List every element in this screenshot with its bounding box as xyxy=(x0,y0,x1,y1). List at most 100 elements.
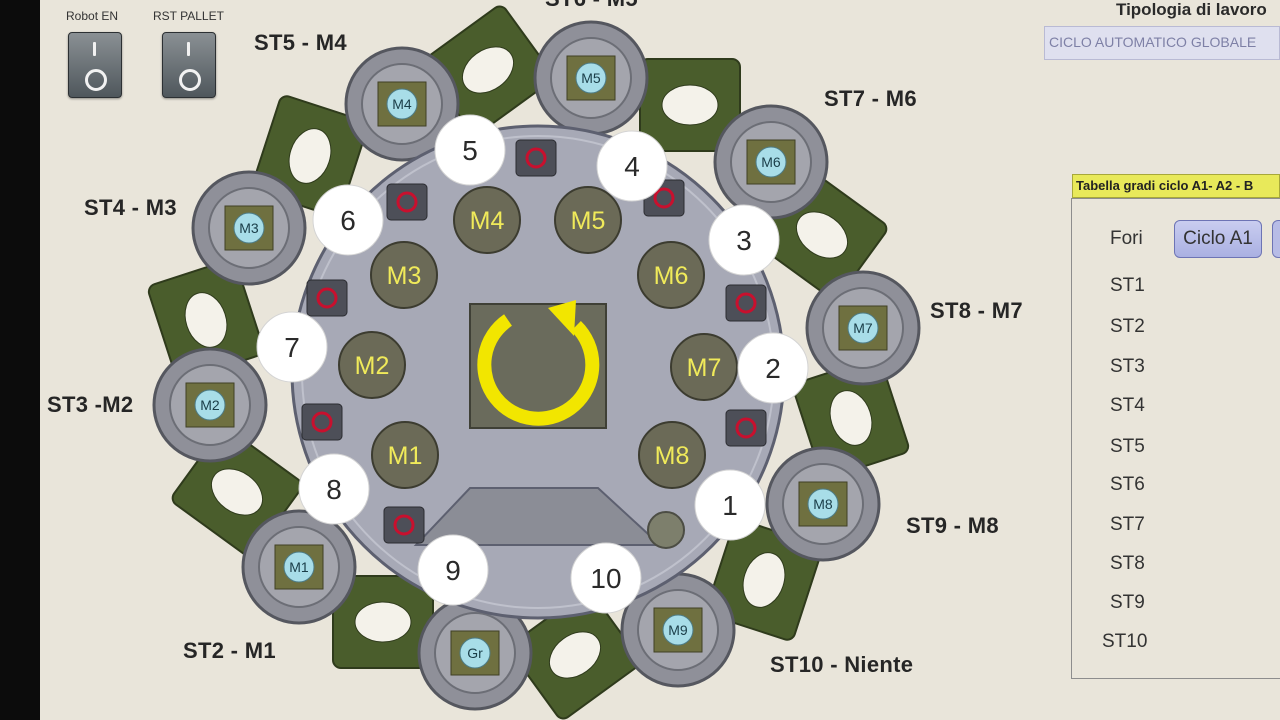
table-row-st8: ST8 xyxy=(1110,553,1145,574)
station-label-st10: ST10 - Niente xyxy=(770,652,914,677)
position-number-label: 9 xyxy=(445,555,461,586)
outer-mold-label: M6 xyxy=(761,154,781,170)
next-cycle-button[interactable] xyxy=(1272,220,1280,258)
outer-mold-label: M3 xyxy=(239,220,259,236)
toggle-off-mark xyxy=(179,69,201,91)
clamp-icon xyxy=(301,403,343,441)
toggle-on-mark xyxy=(187,42,190,56)
outer-mold-badge xyxy=(847,312,879,344)
station-label-st8: ST8 - M7 xyxy=(930,298,1023,323)
outer-mold-badge xyxy=(233,212,265,244)
clamp-layer xyxy=(301,139,767,544)
inner-mold-label: M4 xyxy=(470,207,505,235)
position-number-label: 7 xyxy=(284,332,300,363)
position-number[interactable]: 5 xyxy=(434,114,506,186)
ciclo-select[interactable] xyxy=(1044,26,1280,60)
robot-en-toggle[interactable] xyxy=(68,32,122,98)
position-number[interactable]: 9 xyxy=(417,534,489,606)
inner-mold: M2 xyxy=(338,331,406,399)
outer-mold-label: M1 xyxy=(289,559,309,575)
inner-mold: M7 xyxy=(670,333,738,401)
outer-mold-badge xyxy=(662,614,694,646)
inner-mold: M5 xyxy=(554,186,622,254)
inner-mold: M4 xyxy=(453,186,521,254)
mold-fixture: Gr xyxy=(417,595,533,711)
ciclo-select-value: CICLO AUTOMATICO GLOBALE xyxy=(1049,34,1257,50)
outer-mold-label: M4 xyxy=(392,96,412,112)
mold-fixture: M4 xyxy=(344,46,460,162)
inner-mold-label: M5 xyxy=(571,207,606,235)
rst-pallet-toggle[interactable] xyxy=(162,32,216,98)
robot-en-label: Robot EN xyxy=(66,9,119,23)
rotate-arrow-icon xyxy=(548,300,576,336)
position-number[interactable]: 4 xyxy=(596,130,668,202)
fori-label: Fori xyxy=(1110,228,1143,249)
mold-fixture: M5 xyxy=(533,20,649,136)
station-label-st7: ST7 - M6 xyxy=(824,86,917,111)
ciclo-a1-button[interactable]: Ciclo A1 xyxy=(1174,220,1262,258)
outer-mold-badge xyxy=(755,146,787,178)
position-number[interactable]: 10 xyxy=(570,542,642,614)
clamp-icon xyxy=(306,279,348,317)
table-row-st5: ST5 xyxy=(1110,436,1145,457)
outer-mold-label: M9 xyxy=(668,622,688,638)
toggle-off-mark xyxy=(85,69,107,91)
station-label-st9: ST9 - M8 xyxy=(906,513,999,538)
station-label-st4: ST4 - M3 xyxy=(84,195,177,220)
toggle-on-mark xyxy=(93,42,96,56)
outer-mold-badge xyxy=(575,62,607,94)
inner-mold-label: M7 xyxy=(687,354,722,382)
clamp-icon xyxy=(725,284,767,322)
green-holder-plate xyxy=(332,575,434,669)
mold-fixture: M2 xyxy=(152,347,268,463)
position-numbers-layer: 1 2 3 4 5 6 7 8 9 10 xyxy=(256,114,809,614)
mold-fixture: M9 xyxy=(620,572,736,688)
position-number[interactable]: 7 xyxy=(256,311,328,383)
position-number-label: 8 xyxy=(326,474,342,505)
outer-mold-badge xyxy=(283,551,315,583)
degrees-table-panel xyxy=(1071,198,1280,679)
clamp-icon xyxy=(383,506,425,544)
rotation-indicator xyxy=(469,300,607,429)
screen-bezel xyxy=(0,0,40,720)
position-number-label: 2 xyxy=(765,353,781,384)
table-row-st3: ST3 xyxy=(1110,356,1145,377)
inner-mold: M1 xyxy=(371,421,439,489)
inner-mold: M6 xyxy=(637,241,705,309)
inner-mold-label: M1 xyxy=(388,442,423,470)
table-row-st7: ST7 xyxy=(1110,514,1145,535)
outer-mold-badge xyxy=(459,637,491,669)
mold-fixture: M7 xyxy=(805,270,921,386)
position-number[interactable]: 1 xyxy=(694,469,766,541)
clamp-icon xyxy=(515,139,557,177)
position-number[interactable]: 2 xyxy=(737,332,809,404)
position-number[interactable]: 8 xyxy=(298,453,370,525)
station-label-st3: ST3 -M2 xyxy=(47,392,134,417)
position-number[interactable]: 6 xyxy=(312,184,384,256)
inner-mold-label: M6 xyxy=(654,262,689,290)
outer-mold-badge xyxy=(386,88,418,120)
mold-fixture: M6 xyxy=(713,104,829,220)
position-number-label: 3 xyxy=(736,225,752,256)
position-number-label: 6 xyxy=(340,205,356,236)
table-header-text: Tabella gradi ciclo A1- A2 - B xyxy=(1076,178,1254,193)
green-holder-plate xyxy=(509,590,641,720)
inner-mold-label: M3 xyxy=(387,262,422,290)
table-row-st10: ST10 xyxy=(1102,631,1148,652)
outer-mold-badge xyxy=(194,389,226,421)
clamp-icon xyxy=(725,409,767,447)
outer-mold-label: M7 xyxy=(853,320,873,336)
station-label-st6: ST6 - M5 xyxy=(545,0,638,12)
station-label-st5: ST5 - M4 xyxy=(254,30,347,55)
position-number[interactable]: 3 xyxy=(708,204,780,276)
sensor-marker xyxy=(647,511,685,549)
station-label-st2: ST2 - M1 xyxy=(183,638,276,663)
clamp-icon xyxy=(386,183,428,221)
mold-fixture: M3 xyxy=(191,170,307,286)
outer-mold-label: M2 xyxy=(200,397,220,413)
table-row-st9: ST9 xyxy=(1110,592,1145,613)
inner-mold-label: M2 xyxy=(355,352,390,380)
inner-mold: M3 xyxy=(370,241,438,309)
table-row-st4: ST4 xyxy=(1110,395,1145,416)
